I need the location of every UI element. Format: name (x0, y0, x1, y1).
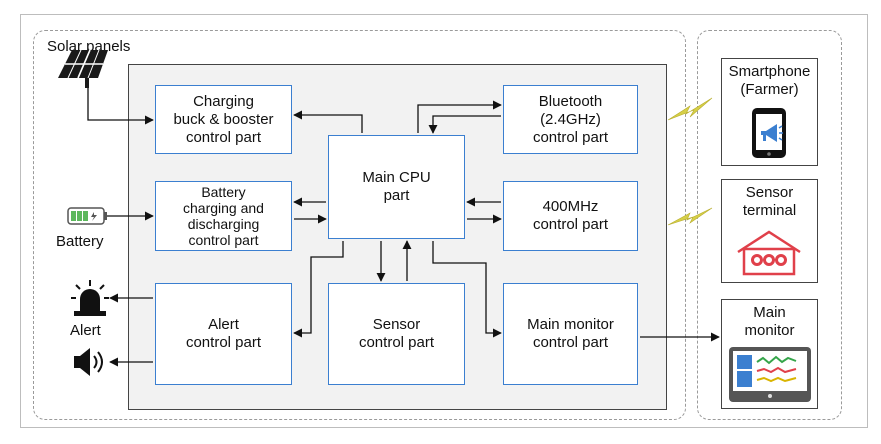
block-line: control part (185, 334, 262, 351)
diagram-frame (20, 14, 868, 428)
cpu-to-monitor-ctrl-arrow (432, 241, 502, 338)
cpu-to-bluetooth-arrow (417, 100, 502, 133)
battery-label: Battery (56, 233, 104, 250)
block-line: control part (185, 128, 262, 146)
device-label: Main (753, 304, 786, 321)
wireless-link-icon (667, 97, 713, 121)
bluetooth-control-block: Bluetooth(2.4GHz)control part (503, 85, 638, 154)
device-label: monitor (744, 322, 795, 339)
device-label: (Farmer) (740, 81, 799, 98)
block-line: part (383, 187, 410, 204)
block-line: Main monitor (527, 316, 614, 333)
battery-icon (67, 207, 107, 225)
block-line: Alert (208, 316, 239, 333)
farm-system-zone (33, 30, 686, 420)
block-line: Bluetooth (538, 92, 603, 110)
block-line: 400MHz (542, 198, 599, 215)
solar-panels-label: Solar panels (47, 38, 131, 55)
block-line: (2.4GHz) (540, 110, 601, 128)
device-label: terminal (742, 202, 797, 219)
solar-to-charging-arrow (87, 88, 154, 125)
block-line: Battery (201, 184, 246, 200)
block-line: Charging (193, 92, 254, 110)
speaker-icon (74, 348, 103, 376)
device-label: Smartphone (728, 63, 811, 80)
smartphone-icon (752, 108, 786, 158)
block-line: control part (532, 216, 609, 233)
block-line: control part (532, 128, 609, 146)
wireless-link-icon (667, 207, 713, 226)
block-line: control part (358, 334, 435, 351)
external-devices-zone (697, 30, 842, 420)
block-line: charging and (183, 200, 264, 216)
monitor-icon (729, 347, 811, 402)
block-line: Sensor (372, 316, 421, 333)
block-line: control part (188, 232, 259, 248)
cpu-to-alert-ctrl-arrow (293, 241, 344, 338)
alert-label: Alert (70, 322, 101, 339)
sensor-terminal-icon (737, 230, 801, 276)
device-label: Sensor (745, 184, 794, 201)
block-line: discharging (187, 216, 260, 232)
bluetooth-to-cpu-arrow (428, 115, 501, 134)
solar-panel-icon (58, 49, 108, 88)
alert-beacon-icon (71, 280, 109, 316)
cpu-to-charging-arrow (293, 110, 363, 133)
block-line: control part (532, 334, 609, 351)
block-line: buck & booster (173, 110, 274, 128)
block-line: Main CPU (362, 169, 431, 186)
